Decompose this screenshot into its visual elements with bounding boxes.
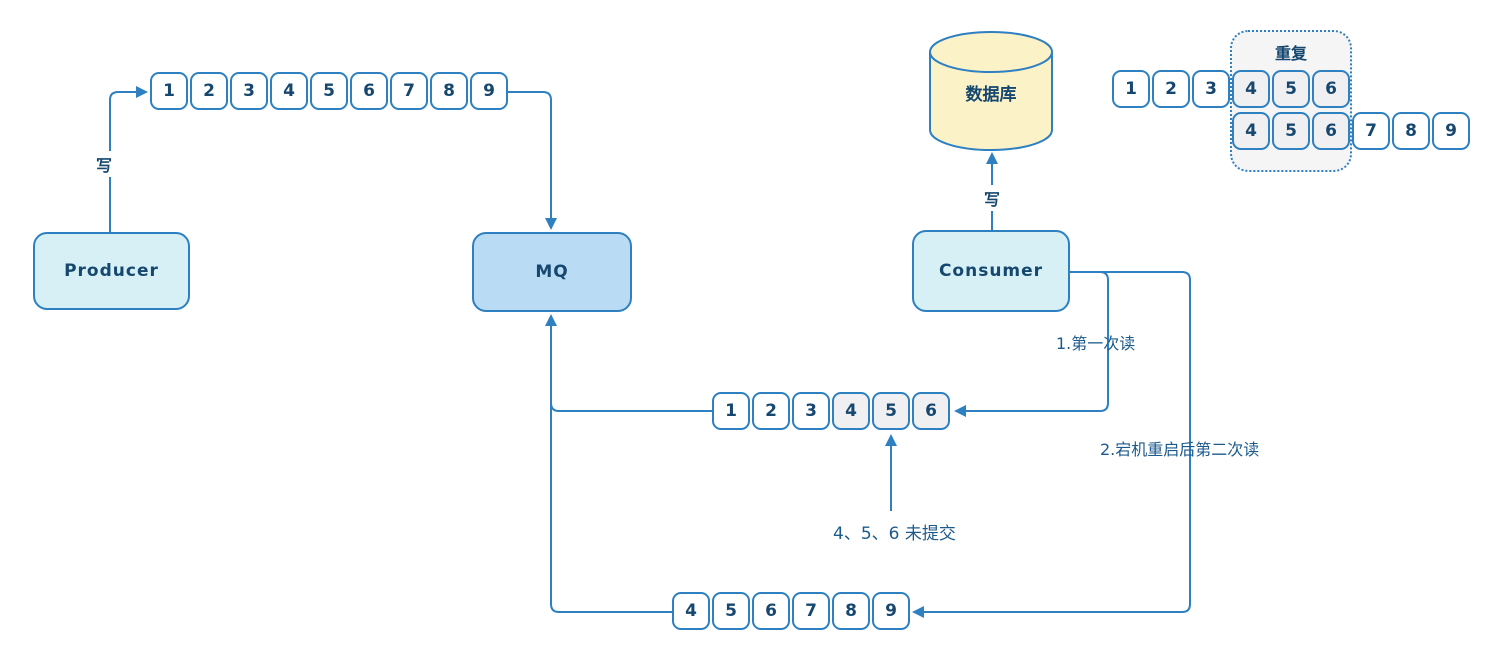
queue-cell-uncommitted: 6 xyxy=(912,392,950,430)
queue-cell: 2 xyxy=(190,72,228,110)
queue-cell: 7 xyxy=(792,592,830,630)
queue-cell-duplicate: 4 xyxy=(1232,70,1270,108)
queue-cell: 5 xyxy=(310,72,348,110)
queue-cell: 8 xyxy=(430,72,468,110)
queue-row-second-read: 4 5 6 7 8 9 xyxy=(672,592,910,630)
second-read-label: 2.宕机重启后第二次读 xyxy=(1100,440,1260,459)
queue-cell-duplicate: 5 xyxy=(1272,112,1310,150)
queue-cell: 5 xyxy=(712,592,750,630)
queue-cell: 1 xyxy=(1112,70,1150,108)
queue-row-first-read: 1 2 3 4 5 6 xyxy=(712,392,950,430)
queue-cell: 1 xyxy=(150,72,188,110)
queue-cell-duplicate: 6 xyxy=(1312,112,1350,150)
node-consumer: Consumer xyxy=(912,230,1070,312)
database-cylinder xyxy=(929,31,1053,151)
queue-cell: 4 xyxy=(672,592,710,630)
db-result-row-2: 4 5 6 7 8 9 xyxy=(1232,112,1470,150)
node-mq: MQ xyxy=(472,232,632,312)
arrow-secondread-row-to-mq xyxy=(545,314,672,613)
arrow-queue-to-mq xyxy=(508,91,557,230)
queue-cell: 1 xyxy=(712,392,750,430)
queue-cell: 3 xyxy=(792,392,830,430)
queue-cell: 7 xyxy=(1352,112,1390,150)
queue-cell: 6 xyxy=(350,72,388,110)
duplicate-label: 重复 xyxy=(1274,44,1308,63)
queue-cell: 9 xyxy=(1432,112,1470,150)
arrow-second-read xyxy=(912,271,1191,618)
queue-cell-duplicate: 6 xyxy=(1312,70,1350,108)
queue-cell: 6 xyxy=(752,592,790,630)
queue-cell-duplicate: 4 xyxy=(1232,112,1270,150)
queue-cell-uncommitted: 5 xyxy=(872,392,910,430)
queue-cell: 8 xyxy=(832,592,870,630)
queue-cell: 7 xyxy=(390,72,428,110)
queue-cell: 9 xyxy=(470,72,508,110)
queue-cell: 4 xyxy=(270,72,308,110)
queue-cell-duplicate: 5 xyxy=(1272,70,1310,108)
queue-cell: 3 xyxy=(230,72,268,110)
queue-cell: 3 xyxy=(1192,70,1230,108)
line-firstread-row-to-mq xyxy=(550,402,712,412)
db-result-row-1: 1 2 3 4 5 6 xyxy=(1112,70,1350,108)
first-read-label: 1.第一次读 xyxy=(1056,334,1136,353)
consumer-write-label: 写 xyxy=(980,185,1004,211)
database-label: 数据库 xyxy=(965,85,1017,105)
queue-cell: 9 xyxy=(872,592,910,630)
arrow-uncommitted xyxy=(885,434,897,511)
uncommitted-label: 4、5、6 未提交 xyxy=(833,524,956,544)
queue-cell: 2 xyxy=(752,392,790,430)
queue-row-produced: 1 2 3 4 5 6 7 8 9 xyxy=(150,72,508,110)
arrow-producer-to-queue xyxy=(109,86,148,232)
producer-write-label: 写 xyxy=(92,151,116,177)
node-producer: Producer xyxy=(33,232,190,310)
queue-cell-uncommitted: 4 xyxy=(832,392,870,430)
queue-cell: 2 xyxy=(1152,70,1190,108)
queue-cell: 8 xyxy=(1392,112,1430,150)
